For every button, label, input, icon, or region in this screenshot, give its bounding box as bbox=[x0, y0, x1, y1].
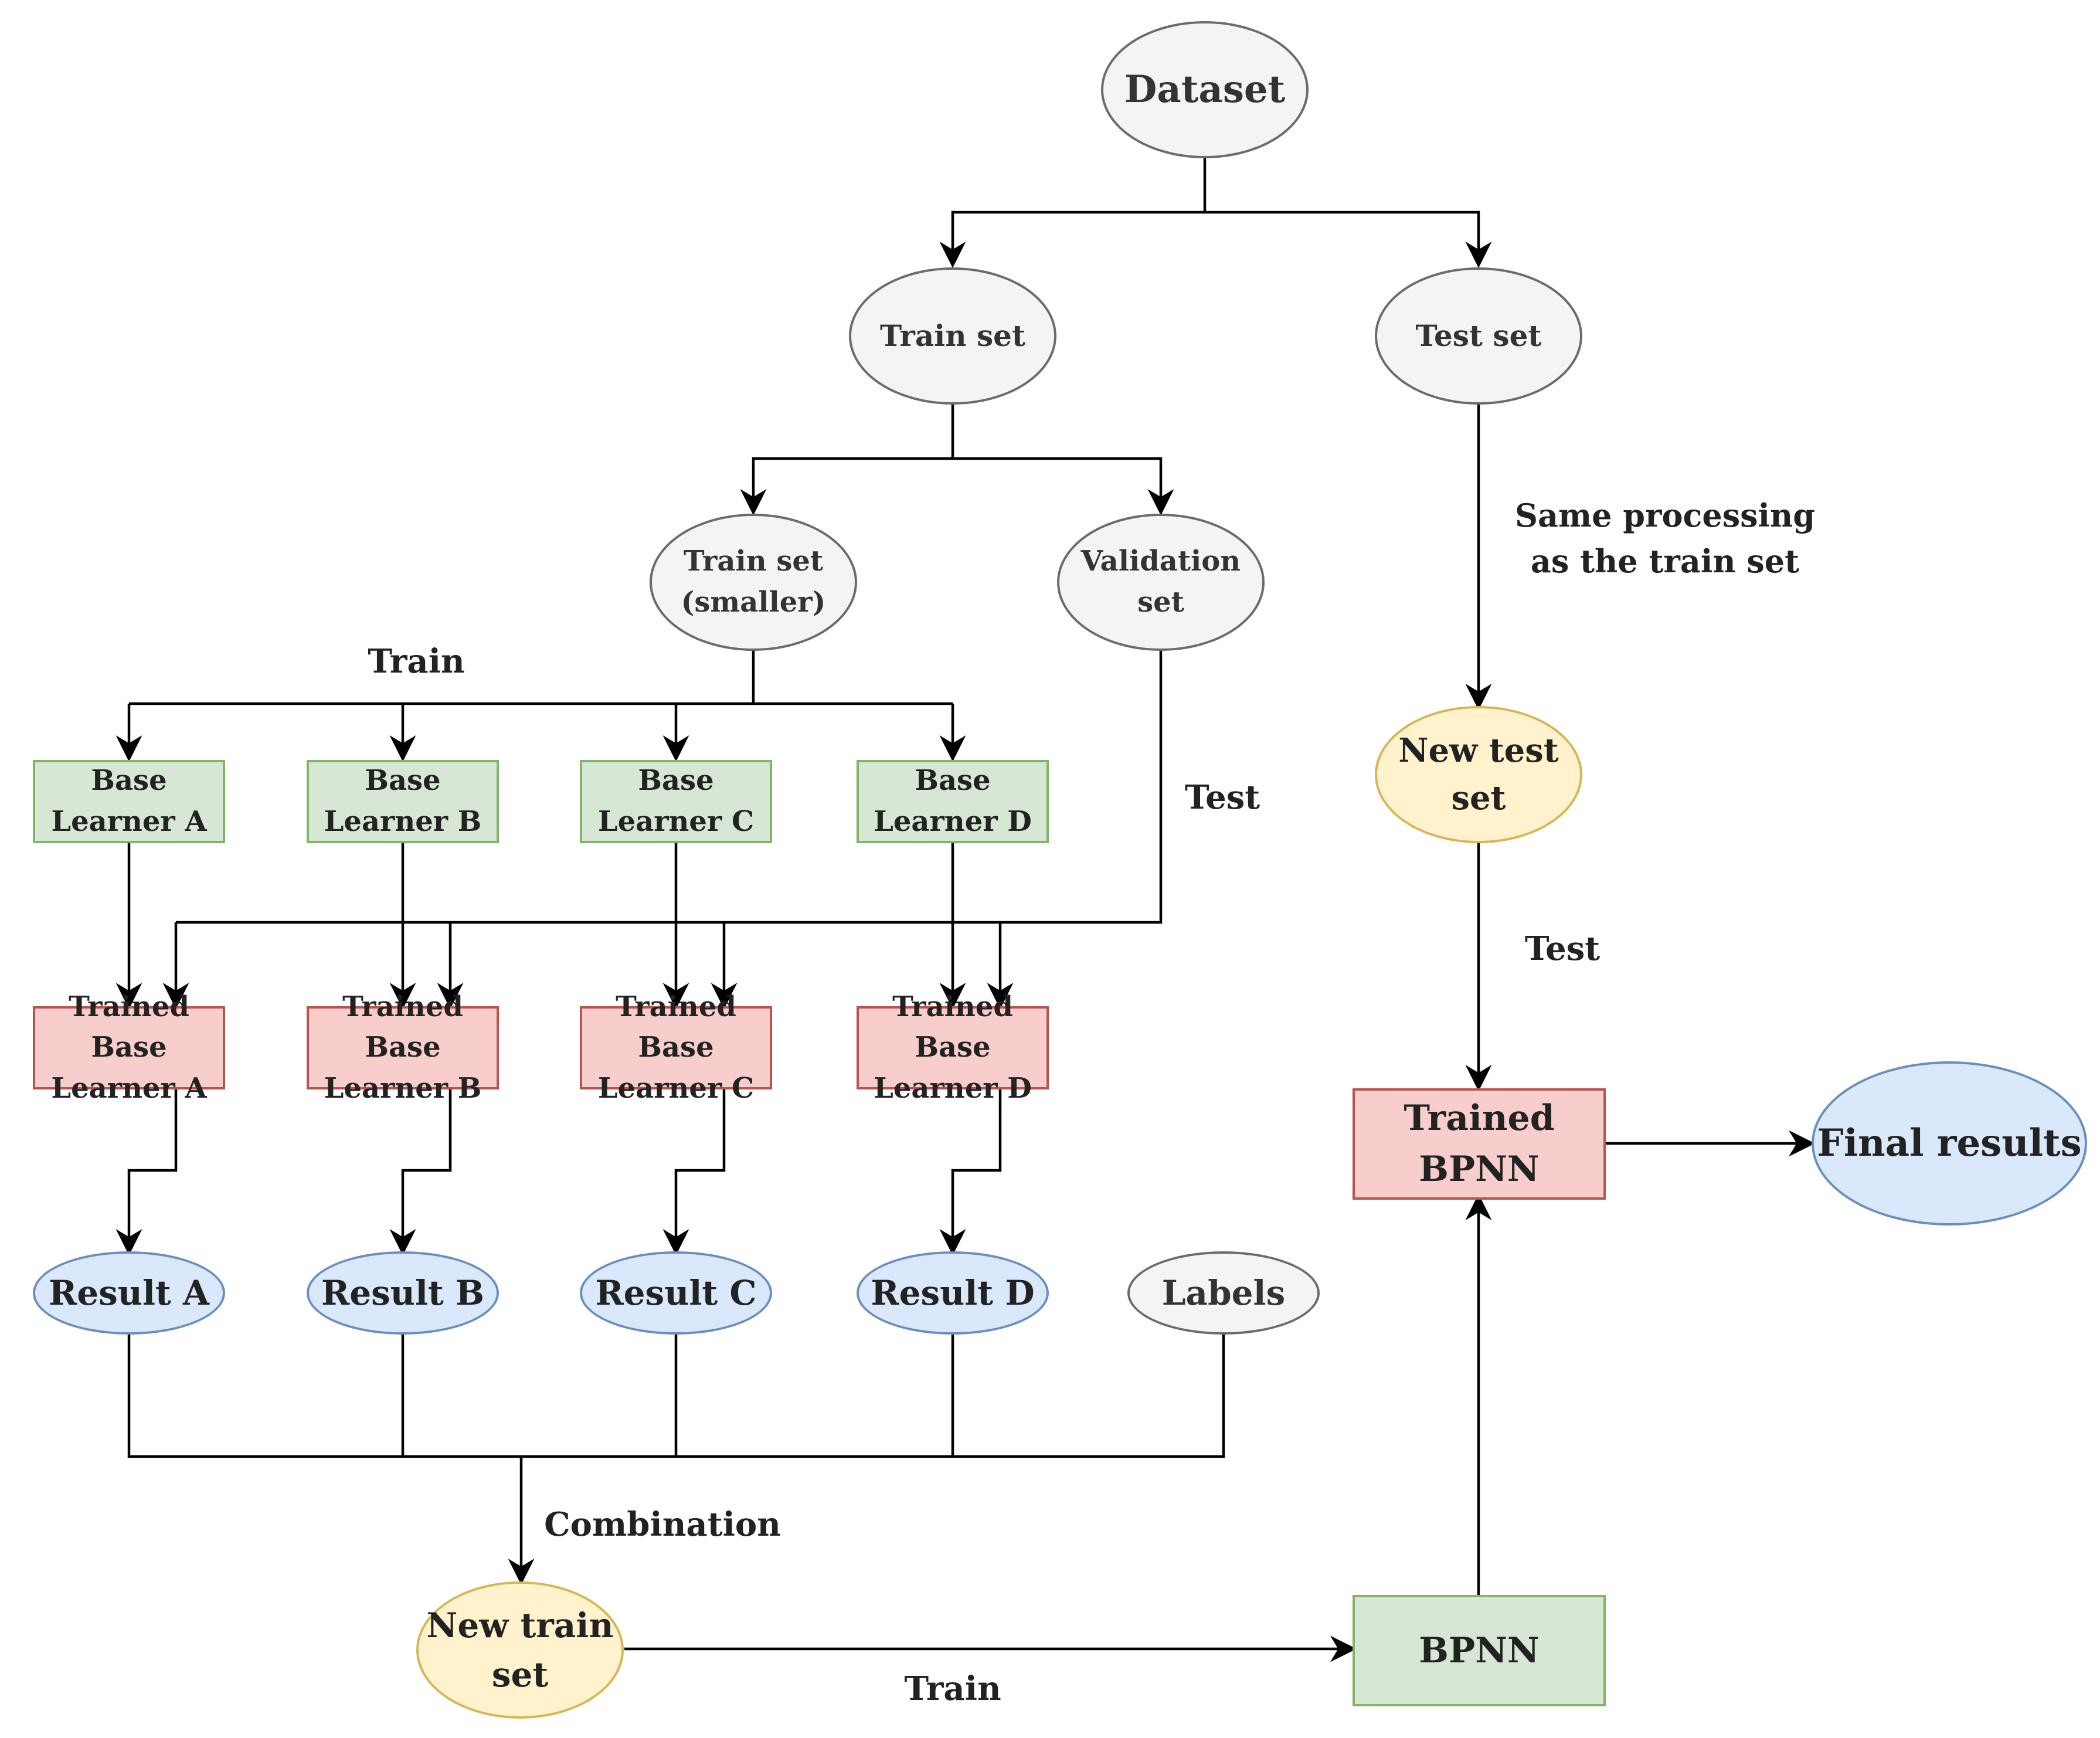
edge-to-test-set bbox=[1205, 211, 1492, 268]
node-trained-base-learner-c: Trained Base Learner C bbox=[580, 990, 772, 1105]
node-result-d: Result D bbox=[857, 1251, 1049, 1335]
node-dataset: Dataset bbox=[1101, 21, 1309, 158]
edge-trained-a-result bbox=[115, 1089, 178, 1255]
node-train-set: Train set bbox=[849, 267, 1056, 405]
edge-to-train-smaller bbox=[740, 457, 953, 515]
node-result-b: Result B bbox=[307, 1251, 499, 1335]
edge-trained-c-result bbox=[662, 1089, 726, 1255]
edge-results-bus bbox=[127, 1333, 1225, 1458]
node-trained-base-learner-a: Trained Base Learner A bbox=[33, 990, 225, 1105]
node-test-set: Test set bbox=[1375, 267, 1582, 405]
edge-validation-bus bbox=[176, 650, 1163, 924]
node-trained-base-learner-b: Trained Base Learner B bbox=[307, 990, 499, 1105]
node-bpnn: BPNN bbox=[1353, 1595, 1606, 1706]
node-trained-base-learner-d: Trained Base Learner D bbox=[857, 990, 1049, 1105]
node-validation-set: Validation set bbox=[1057, 514, 1265, 651]
label-test-bpnn: Test bbox=[1524, 929, 1601, 968]
node-new-test-set: New test set bbox=[1375, 706, 1582, 843]
label-train-bottom: Train bbox=[904, 1669, 1001, 1708]
edge-trained-d-result bbox=[939, 1089, 1002, 1255]
node-trained-bpnn: Trained BPNN bbox=[1353, 1088, 1606, 1200]
edge-train-smaller-bus bbox=[129, 650, 953, 705]
node-base-learner-d: Base Learner D bbox=[857, 760, 1049, 843]
edge-to-validation bbox=[953, 457, 1174, 515]
label-same-processing: Same processing as the train set bbox=[1514, 497, 1816, 581]
node-result-c: Result C bbox=[580, 1251, 772, 1335]
label-combination: Combination bbox=[544, 1505, 781, 1544]
node-new-train-set: New train set bbox=[416, 1581, 624, 1719]
node-result-a: Result A bbox=[33, 1251, 225, 1335]
node-train-set-smaller: Train set (smaller) bbox=[650, 514, 857, 651]
node-base-learner-c: Base Learner C bbox=[580, 760, 772, 843]
node-final-results: Final results bbox=[1812, 1061, 2087, 1226]
label-test-validation: Test bbox=[1184, 778, 1260, 817]
edge-trained-b-result bbox=[389, 1089, 452, 1255]
node-base-learner-a: Base Learner A bbox=[33, 760, 225, 843]
edge-to-train-set bbox=[939, 211, 1205, 268]
label-train-top: Train bbox=[368, 642, 465, 681]
node-labels: Labels bbox=[1127, 1251, 1320, 1335]
node-base-learner-b: Base Learner B bbox=[307, 760, 499, 843]
